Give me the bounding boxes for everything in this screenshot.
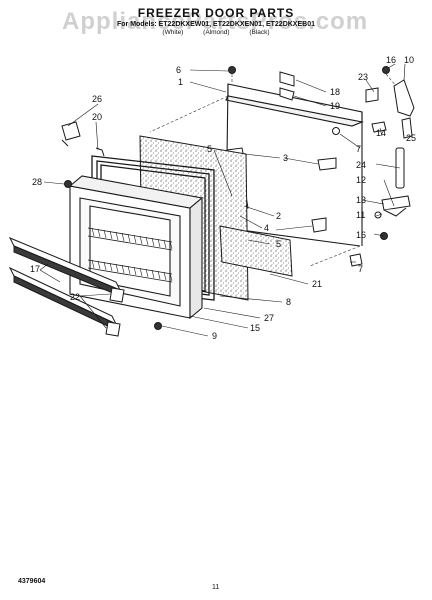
rack-slat — [133, 234, 137, 244]
color-almond: (Almond) — [203, 29, 230, 36]
callout-14: 14 — [376, 128, 386, 138]
color-black: (Black) — [249, 29, 270, 36]
page-title: FREEZER DOOR PARTS — [137, 6, 295, 20]
callout-7-bottom: 7 — [358, 264, 363, 274]
rack-slat — [157, 270, 161, 280]
rack-slat — [133, 266, 137, 276]
rack-slat — [163, 239, 167, 249]
rack-slat — [103, 261, 107, 271]
color-white: (White) — [162, 29, 184, 36]
rack-slat — [139, 235, 143, 245]
hinge-hardware — [332, 66, 415, 267]
diagram-header: FREEZER DOOR PARTS For Models: ET22DKXEW… — [0, 6, 432, 36]
model-list: For Models: ET22DKXEW01, ET22DKXEN01, ET… — [116, 21, 315, 28]
callout-28: 28 — [32, 177, 42, 187]
color-list: (White) (Almond) (Black) — [0, 29, 432, 36]
outer-door-panel — [225, 83, 364, 247]
rack-slat — [121, 232, 125, 242]
callout-24: 24 — [356, 160, 366, 170]
rack-slat — [145, 236, 149, 246]
document-number: 4379604 — [18, 578, 46, 585]
callout-9: 9 — [212, 331, 217, 341]
callout-4: 4 — [264, 223, 269, 233]
rack-slat — [121, 264, 125, 274]
rack-slat — [127, 265, 131, 275]
callout-18: 18 — [330, 87, 340, 97]
callout-7-top: 7 — [356, 144, 361, 154]
shelf-bars — [8, 237, 125, 337]
callout-16-top: 16 — [386, 55, 396, 65]
callout-6: 6 — [176, 65, 181, 75]
left-small-parts — [61, 121, 162, 330]
shelf-rack-slats — [91, 227, 173, 282]
callout-27: 27 — [264, 313, 274, 323]
callout-11: 11 — [356, 210, 365, 220]
rack-slat — [127, 233, 131, 243]
rack-slat — [169, 240, 173, 250]
callout-16-bottom: 16 — [356, 230, 366, 240]
rack-slat — [163, 271, 167, 281]
callout-5-bottom: 5 — [276, 239, 281, 249]
rack-slat — [169, 272, 173, 282]
callout-8: 8 — [286, 297, 291, 307]
callout-21: 21 — [312, 279, 322, 289]
rack-slat — [109, 262, 113, 272]
rack-slat — [103, 229, 107, 239]
callout-20: 20 — [92, 112, 102, 122]
rack-slat — [91, 227, 95, 237]
callout-10: 10 — [404, 55, 414, 65]
rack-slat — [151, 269, 155, 279]
rack-slat — [97, 260, 101, 270]
callout-5-top: 5 — [207, 144, 212, 154]
callout-22: 22 — [70, 292, 80, 302]
callout-23: 23 — [358, 72, 368, 82]
rack-slat — [115, 231, 119, 241]
callout-12: 12 — [356, 175, 366, 185]
callout-leaders — [39, 63, 406, 337]
callout-1: 1 — [178, 77, 183, 87]
inner-door-liner — [68, 175, 204, 320]
callout-2: 2 — [276, 211, 281, 221]
callout-15: 15 — [250, 323, 260, 333]
rack-slat — [97, 228, 101, 238]
bracket-parts — [279, 71, 295, 101]
rack-slat — [109, 230, 113, 240]
page-number: 11 — [212, 584, 220, 591]
rack-slat — [91, 259, 95, 269]
callout-13: 13 — [356, 195, 366, 205]
callout-25: 25 — [406, 133, 416, 143]
rack-slat — [157, 238, 161, 248]
callout-labels: 6 1 16 10 23 18 19 14 25 7 3 24 5 12 13 … — [30, 55, 416, 341]
callout-3: 3 — [283, 153, 288, 163]
callout-17: 17 — [30, 264, 40, 274]
callout-26: 26 — [92, 94, 102, 104]
rack-slat — [139, 267, 143, 277]
rack-slat — [115, 263, 119, 273]
callout-19: 19 — [330, 101, 340, 111]
rack-slat — [145, 268, 149, 278]
rack-slat — [151, 237, 155, 247]
